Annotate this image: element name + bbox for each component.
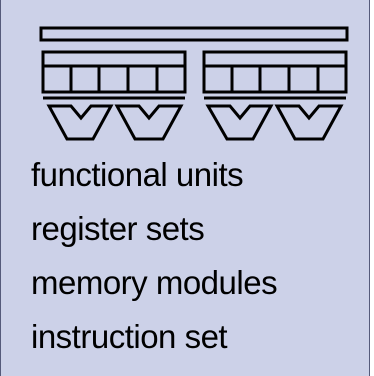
functional-unit-4-icon	[274, 104, 344, 141]
feature-list: functional units register sets memory mo…	[31, 148, 278, 364]
functional-unit-3-icon	[205, 104, 274, 141]
register-set-left-icon	[41, 50, 187, 100]
memory-bar-icon	[39, 26, 349, 42]
register-set-right-icon	[202, 50, 348, 100]
feature-register-sets: register sets	[31, 210, 205, 247]
feature-functional-units: functional units	[31, 156, 244, 193]
functional-unit-1-icon	[46, 104, 114, 141]
feature-instruction-set: instruction set	[31, 318, 228, 355]
feature-memory-modules: memory modules	[31, 264, 278, 301]
processor-architecture-icon	[39, 26, 349, 141]
functional-unit-2-icon	[114, 104, 184, 141]
